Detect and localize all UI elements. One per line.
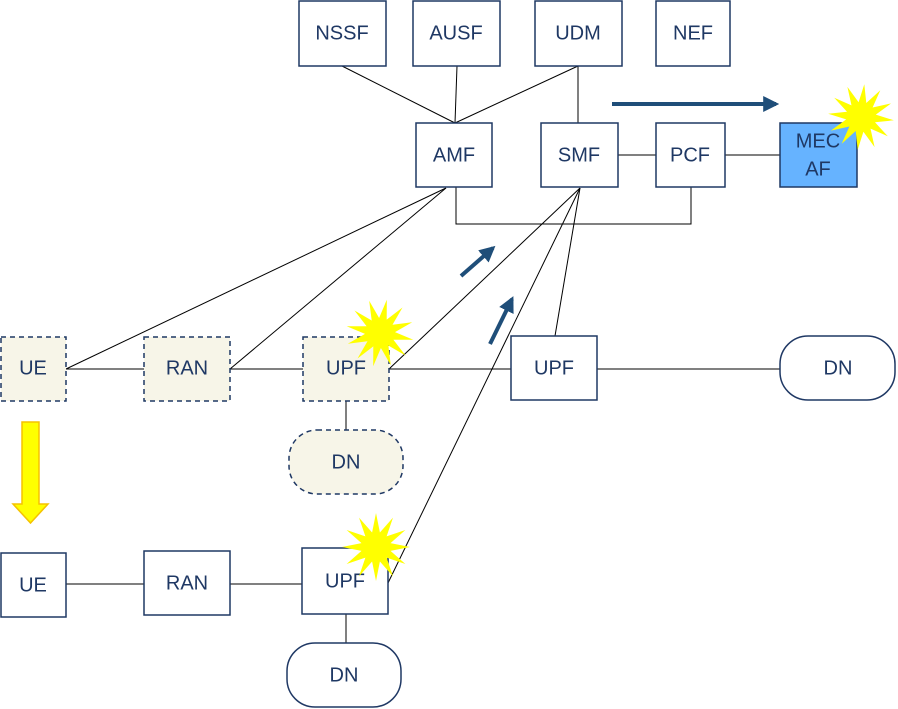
connections [65,65,780,643]
svg-text:SMF: SMF [558,144,600,166]
node-amf: AMF [415,122,493,188]
node-ausf: AUSF [412,0,501,67]
svg-text:DN: DN [824,357,853,379]
svg-text:RAN: RAN [166,357,208,379]
node-ue-source: UE [0,336,67,402]
svg-text:MEC: MEC [796,130,840,152]
node-nef: NEF [655,0,731,67]
svg-text:UPF: UPF [534,357,574,379]
starburst-icon [828,84,894,150]
svg-text:RAN: RAN [166,572,208,594]
svg-text:NSSF: NSSF [315,22,368,44]
svg-text:DN: DN [332,451,361,473]
svg-text:DN: DN [330,664,359,686]
node-dn-central: DN [779,335,896,401]
svg-text:AUSF: AUSF [429,22,482,44]
link-smf-upf-anchor [554,187,581,337]
svg-text:UPF: UPF [326,357,366,379]
node-mec-af: MEC AF [779,122,858,188]
svg-text:UPF: UPF [325,570,365,592]
svg-text:UE: UE [19,574,47,596]
node-ue-target: UE [0,552,67,618]
svg-text:UDM: UDM [555,22,601,44]
link-udm-amf [454,65,579,124]
arrow-icon [488,296,514,345]
link-smf-upf-target [387,187,581,584]
svg-text:AF: AF [805,158,831,180]
link-smf-upf-source [388,187,581,370]
svg-text:PCF: PCF [670,144,710,166]
node-dn-target: DN [286,642,402,708]
node-ran-target: RAN [143,550,231,616]
link-nssf-amf [341,65,456,124]
link-amf-ue [65,187,447,370]
node-smf: SMF [540,122,619,188]
link-ausf-amf [454,65,458,124]
node-dn-source: DN [288,429,404,495]
arrow-icon [459,245,496,278]
starburst-icon [346,299,414,367]
svg-text:UE: UE [19,357,47,379]
node-pcf: PCF [655,122,726,188]
svg-text:NEF: NEF [673,22,713,44]
node-udm: UDM [534,0,623,67]
starburst-icon [342,513,410,581]
link-amf-ran [229,187,447,370]
link-amf-pcf-bus [455,187,692,225]
node-upf-anchor: UPF [510,335,598,401]
node-ran-source: RAN [143,336,231,402]
down-arrow-icon [11,421,50,525]
svg-text:AMF: AMF [433,144,475,166]
node-nssf: NSSF [298,0,387,67]
